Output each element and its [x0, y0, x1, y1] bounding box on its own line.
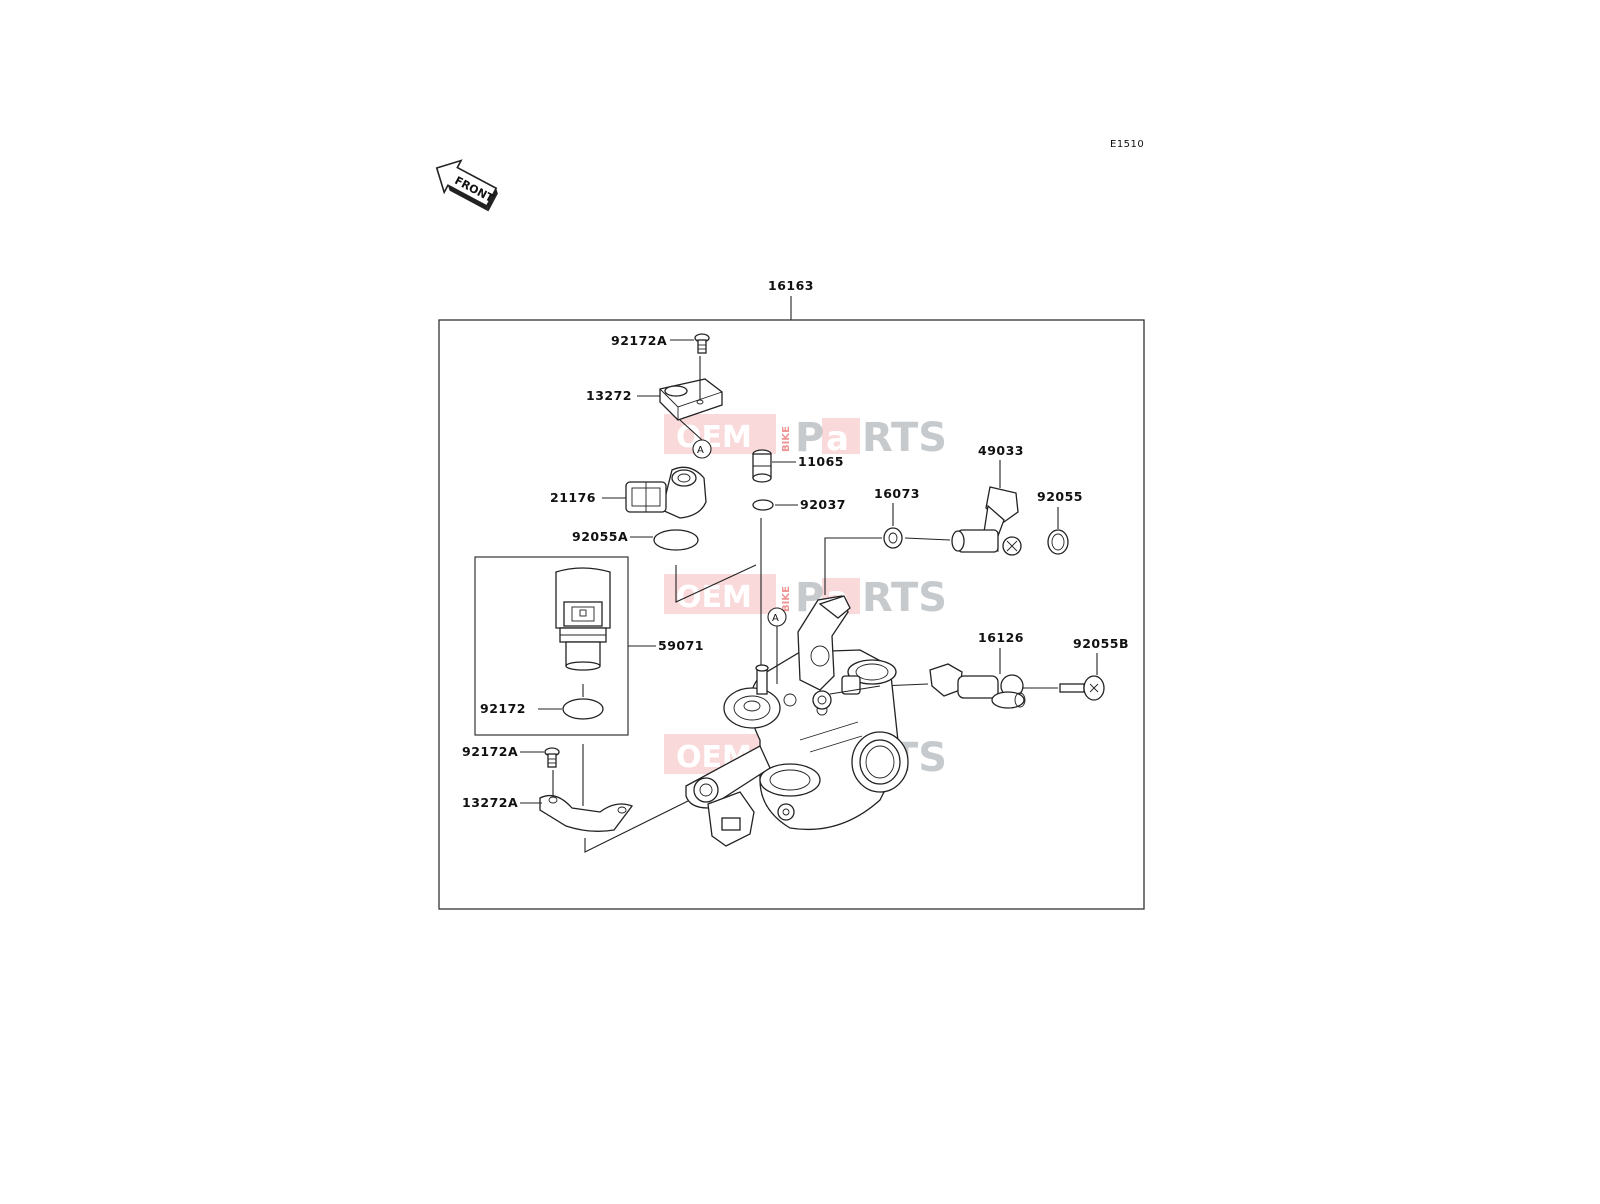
leader [584, 799, 691, 853]
watermark-rts: RTS [862, 415, 947, 461]
watermark-p: P [795, 415, 824, 461]
callout-a-top: A [692, 439, 712, 459]
part-label-16126: 59071 [658, 638, 704, 653]
part-label-49033: 49033 [978, 443, 1024, 458]
leader [675, 564, 757, 603]
leader [824, 537, 882, 595]
oring-92055a [653, 529, 699, 551]
watermark-a: a [826, 419, 849, 459]
part-label-11065: 11065 [798, 454, 844, 469]
throttle-body [685, 595, 909, 847]
part-label-92055a: 92055A [572, 529, 628, 544]
diagram-code: E1510 [1110, 139, 1144, 150]
leader [829, 685, 881, 695]
part-label-92055b: 92172 [480, 701, 526, 716]
washer-16073 [883, 527, 903, 549]
watermark-a-block [822, 418, 860, 454]
part-label-92172a-top: 92172A [611, 333, 667, 348]
oring-92055b [562, 698, 604, 720]
watermark-block [664, 414, 776, 454]
callout-a-label: A [697, 445, 704, 456]
callout-a-body: A [767, 607, 787, 627]
sensor-21176 [625, 466, 707, 519]
watermark-oem: OEM [676, 420, 752, 455]
cap-11065 [752, 449, 772, 483]
lever-59071 [929, 663, 1026, 709]
part-label-13272a: 13272A [462, 795, 518, 810]
bolt-92172 [1059, 675, 1105, 701]
part-label-92172: 92055B [1073, 636, 1129, 651]
bracket-13272 [659, 378, 723, 421]
assembly-label: 16163 [768, 278, 814, 293]
front-arrow-icon: FRONT [435, 159, 498, 212]
leader [904, 537, 951, 541]
watermark-bike: BIKE [781, 586, 792, 612]
oring-92037 [752, 499, 774, 511]
watermark-bike: BIKE [781, 426, 792, 452]
part-label-13272: 13272 [586, 388, 632, 403]
watermark-row-2: OEM BIKE P a RTS [664, 574, 947, 621]
part-label-92055: 92055 [1037, 489, 1083, 504]
oring-92055 [1047, 529, 1069, 555]
valve-16126 [555, 567, 611, 671]
part-label-92172a-bottom: 92172A [462, 744, 518, 759]
assembly-frame [438, 319, 1145, 910]
watermark-rts: RTS [862, 575, 947, 621]
watermark-oem: OEM [676, 580, 752, 615]
part-label-59071: 16126 [978, 630, 1024, 645]
watermark-block [664, 574, 776, 614]
part-label-21176: 21176 [550, 490, 596, 505]
screw-92172a-top [694, 333, 710, 354]
leader [679, 419, 703, 441]
part-label-16073: 16073 [874, 486, 920, 501]
part-label-92037: 92037 [800, 497, 846, 512]
callout-a-label: A [772, 613, 779, 624]
sensor-49033 [951, 486, 1022, 556]
plate-13272a [539, 794, 634, 832]
watermark-row-1: OEM BIKE P a RTS [664, 414, 947, 461]
screw-92172a-bottom [544, 747, 560, 768]
